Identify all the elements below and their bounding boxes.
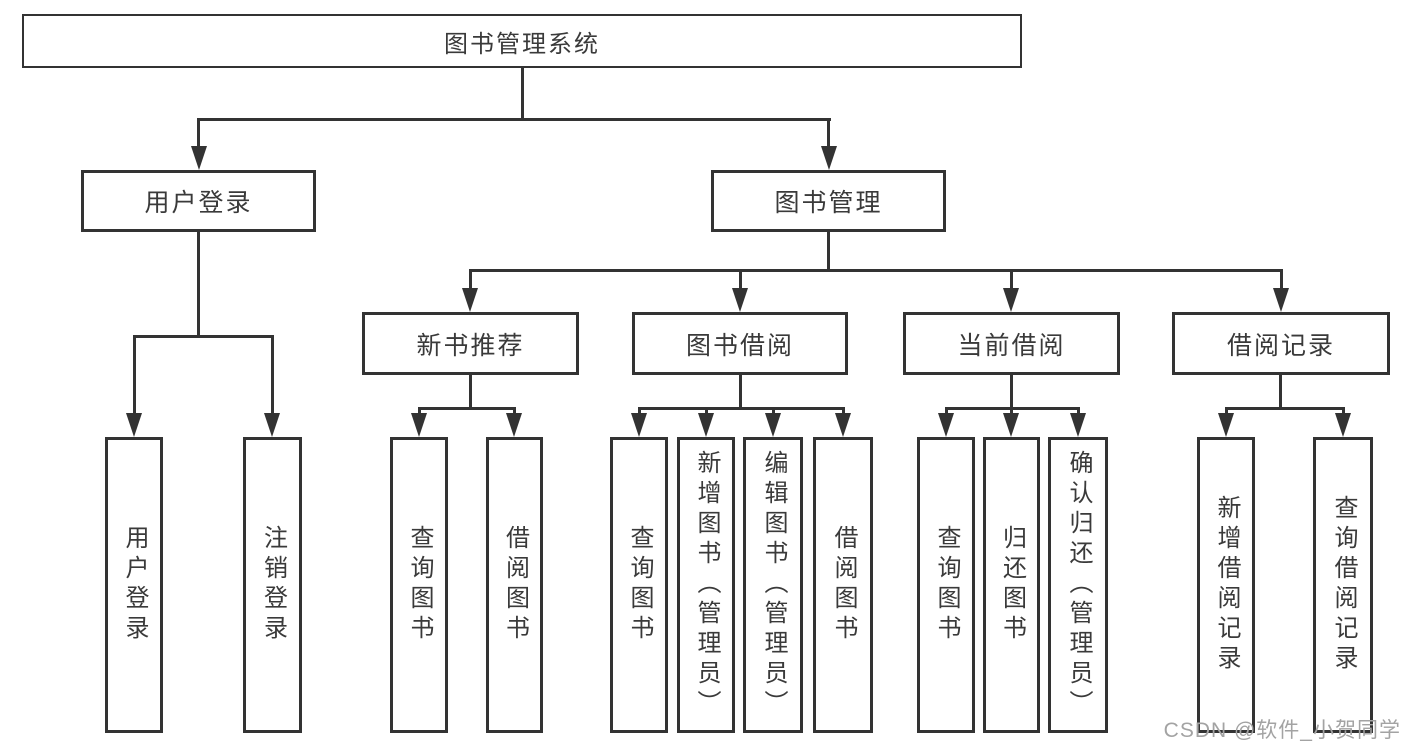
node-leaf-query-books-1: 查询图书 (390, 437, 448, 733)
node-new-book-recommend: 新书推荐 (362, 312, 579, 375)
edge-drop (739, 269, 742, 290)
leaf-label: 新增借阅记录 (1213, 495, 1240, 675)
arrow-down-icon (765, 413, 781, 437)
edge-drop (638, 407, 641, 416)
arrow-down-icon (126, 413, 142, 437)
leaf-label: 查询借阅记录 (1330, 495, 1357, 675)
leaf-label: 查询图书 (406, 525, 433, 645)
node-current-borrow: 当前借阅 (903, 312, 1120, 375)
edge-root-stem (521, 68, 524, 118)
edge-drop (197, 118, 200, 150)
leaf-label: 查询图书 (933, 525, 960, 645)
leaf-label: 归还图书 (998, 525, 1026, 645)
node-leaf-borrow-books-2: 借阅图书 (813, 437, 873, 733)
arrow-down-icon (1273, 288, 1289, 312)
node-book-management-label: 图书管理 (774, 189, 883, 217)
arrow-down-icon (1070, 413, 1086, 437)
edge-drop (827, 118, 830, 150)
node-book-management: 图书管理 (711, 170, 946, 232)
node-leaf-logout: 注销登录 (243, 437, 302, 733)
edge-drop (945, 407, 948, 416)
edge-drop (1342, 407, 1345, 416)
node-leaf-add-book-admin: 新增图书（管理员） (677, 437, 735, 733)
edge-drop (842, 407, 845, 416)
arrow-down-icon (1003, 288, 1019, 312)
edge-drop (1280, 269, 1283, 290)
leaf-label: 注销登录 (259, 525, 287, 645)
edge-user-login-connector (133, 335, 274, 338)
edge-book-borrow-stem (739, 375, 742, 408)
edge-drop (418, 407, 421, 416)
node-leaf-query-borrow-record: 查询借阅记录 (1313, 437, 1373, 733)
edge-drop (1010, 407, 1013, 416)
edge-book-management-stem (827, 232, 830, 269)
edge-drop (133, 335, 136, 415)
node-leaf-borrow-books-1: 借阅图书 (486, 437, 543, 733)
node-book-borrow: 图书借阅 (632, 312, 848, 375)
edge-current-borrow-stem (1010, 375, 1013, 408)
edge-recommend-connector (418, 407, 516, 410)
arrow-down-icon (506, 413, 522, 437)
arrow-down-icon (411, 413, 427, 437)
edge-drop (705, 407, 708, 416)
arrow-down-icon (698, 413, 714, 437)
arrow-down-icon (631, 413, 647, 437)
edge-level2-connector (197, 118, 831, 121)
node-leaf-user-login: 用户登录 (105, 437, 163, 733)
node-leaf-return-book: 归还图书 (983, 437, 1040, 733)
edge-drop (513, 407, 516, 416)
leaf-label: 借阅图书 (830, 525, 857, 645)
edge-drop (1077, 407, 1080, 416)
arrow-down-icon (821, 146, 837, 170)
node-borrow-records-label: 借阅记录 (1226, 331, 1335, 360)
edge-drop (772, 407, 775, 416)
node-user-login: 用户登录 (81, 170, 316, 232)
leaf-label: 借阅图书 (501, 525, 529, 645)
arrow-down-icon (191, 146, 207, 170)
node-book-borrow-label: 图书借阅 (685, 331, 794, 360)
node-leaf-add-borrow-record: 新增借阅记录 (1197, 437, 1255, 733)
arrow-down-icon (835, 413, 851, 437)
edge-recommend-stem (469, 375, 472, 408)
node-current-borrow-label: 当前借阅 (957, 331, 1066, 360)
leaf-label: 编辑图书（管理员） (760, 450, 787, 720)
arrow-down-icon (938, 413, 954, 437)
leaf-label: 用户登录 (121, 525, 148, 645)
node-borrow-records: 借阅记录 (1172, 312, 1390, 375)
edge-drop (1225, 407, 1228, 416)
node-root: 图书管理系统 (22, 14, 1022, 68)
edge-user-login-stem (197, 232, 200, 335)
node-leaf-confirm-return-admin: 确认归还（管理员） (1048, 437, 1108, 733)
node-new-book-recommend-label: 新书推荐 (416, 331, 525, 360)
leaf-label: 确认归还（管理员） (1065, 450, 1092, 720)
node-leaf-edit-book-admin: 编辑图书（管理员） (743, 437, 803, 733)
node-leaf-query-books-3: 查询图书 (917, 437, 975, 733)
csdn-watermark: CSDN @软件_小贺同学 (1163, 719, 1401, 742)
leaf-label: 新增图书（管理员） (693, 450, 720, 720)
arrow-down-icon (1218, 413, 1234, 437)
node-user-login-label: 用户登录 (144, 189, 253, 217)
node-leaf-query-books-2: 查询图书 (610, 437, 668, 733)
edge-records-stem (1279, 375, 1282, 408)
arrow-down-icon (462, 288, 478, 312)
arrow-down-icon (264, 413, 280, 437)
edge-records-connector (1225, 407, 1345, 410)
arrow-down-icon (1335, 413, 1351, 437)
edge-drop (469, 269, 472, 290)
edge-drop (1010, 269, 1013, 290)
leaf-label: 查询图书 (626, 525, 653, 645)
arrow-down-icon (732, 288, 748, 312)
edge-book-borrow-connector (638, 407, 845, 410)
arrow-down-icon (1003, 413, 1019, 437)
edge-drop (271, 335, 274, 415)
edge-level3-connector (469, 269, 1283, 272)
node-root-label: 图书管理系统 (444, 30, 600, 58)
